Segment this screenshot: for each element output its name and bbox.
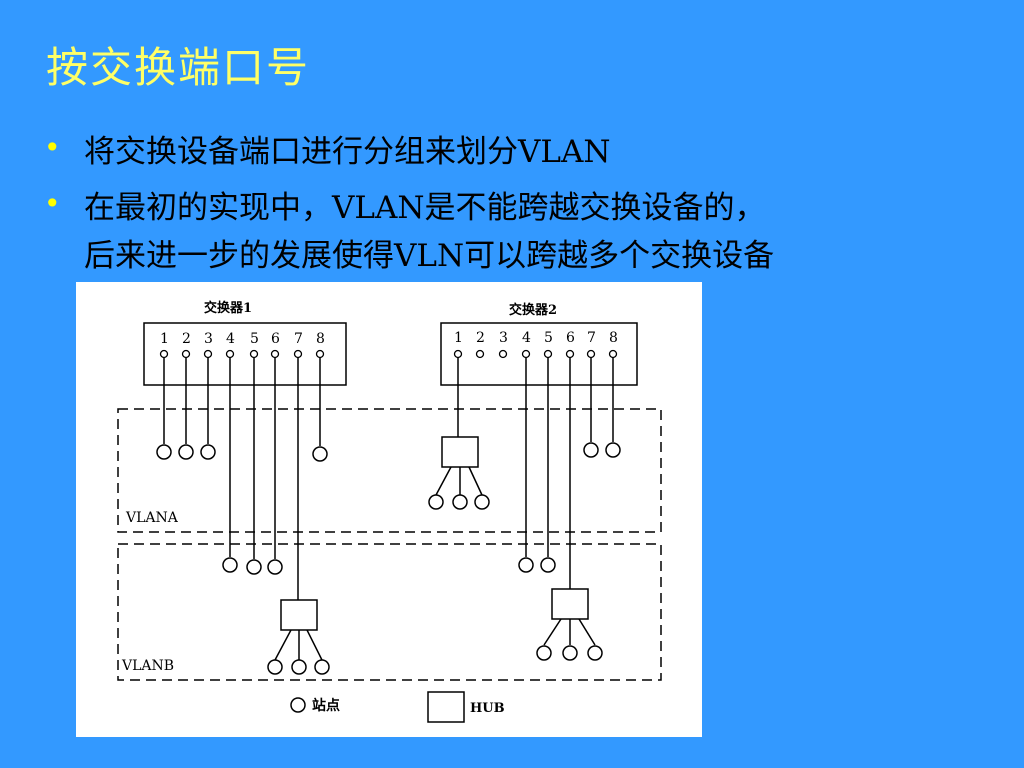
vlan-a-region [117,408,662,533]
bullet-dot: • [44,131,61,164]
link [306,629,323,661]
port-icon [543,349,553,359]
station-icon [540,557,556,573]
slide-title: 按交换端口号 [46,43,311,92]
hub-icon [551,588,589,620]
port-number: 5 [250,331,259,347]
port-number: 7 [294,331,303,347]
port-icon [315,349,325,359]
port-number: 7 [587,330,596,346]
station-icon [222,557,238,573]
station-icon [246,559,262,575]
link [543,618,562,646]
port-number: 4 [226,331,235,347]
port-number: 4 [522,330,531,346]
station-icon [314,659,330,675]
station-icon [178,444,194,460]
station-icon [605,442,621,458]
port-icon [225,349,235,359]
station-icon [583,442,599,458]
switch2-box [440,322,638,386]
station-icon [312,446,328,462]
vlan-a-label: VLANA [125,510,179,526]
port-icon [293,349,303,359]
station-icon [518,557,534,573]
legend-hub-label: HUB [470,701,505,716]
hub-icon [441,436,479,468]
station-icon [562,645,578,661]
port-icon [203,349,213,359]
station-icon [267,559,283,575]
hub-icon [280,599,318,631]
bullet-2-text: 在最初的实现中，VLAN是不能跨越交换设备的， 后来进一步的发展使得VLN可以跨… [84,184,774,280]
port-number: 6 [566,330,575,346]
port-number: 3 [499,330,508,346]
link [435,466,452,496]
port-number: 3 [204,331,213,347]
station-icon [156,444,172,460]
station-icon [536,645,552,661]
port-number: 6 [271,331,280,347]
port-icon [565,349,575,359]
switch1-box [143,322,347,386]
station-icon [474,494,490,510]
port-number: 2 [182,331,191,347]
vlan-b-region [117,543,662,681]
legend-station-label: 站点 [312,697,340,714]
station-icon [587,645,603,661]
port-icon [249,349,259,359]
port-icon [159,349,169,359]
port-number: 2 [476,330,485,346]
bullet-2-line-1: 在最初的实现中，VLAN是不能跨越交换设备的， [84,190,766,226]
bullet-2: • 在最初的实现中，VLAN是不能跨越交换设备的， 后来进一步的发展使得VLN可… [44,184,774,280]
vlan-b-label: VLANB [121,658,174,674]
legend-station-icon [290,697,306,713]
legend-hub-icon [427,691,465,723]
port-number: 1 [454,330,463,346]
port-icon [521,349,531,359]
station-icon [452,494,468,510]
bullet-dot: • [44,187,61,220]
port-icon [498,349,508,359]
switch1-label: 交换器1 [204,300,252,316]
port-icon [608,349,618,359]
port-number: 1 [160,331,169,347]
station-icon [428,494,444,510]
port-icon [475,349,485,359]
port-number: 8 [316,331,325,347]
port-icon [453,349,463,359]
bullet-1-text: 将交换设备端口进行分组来划分VLAN [84,134,611,170]
port-icon [270,349,280,359]
station-icon [200,444,216,460]
link [274,629,292,661]
station-icon [291,659,307,675]
link [578,618,596,646]
port-number: 5 [544,330,553,346]
port-number: 8 [609,330,618,346]
station-icon [267,659,283,675]
link [468,466,483,496]
port-icon [181,349,191,359]
bullet-1: • 将交换设备端口进行分组来划分VLAN [44,128,610,176]
port-icon [586,349,596,359]
switch2-label: 交换器2 [509,302,557,318]
bullet-2-line-2: 后来进一步的发展使得VLN可以跨越多个交换设备 [84,238,775,274]
